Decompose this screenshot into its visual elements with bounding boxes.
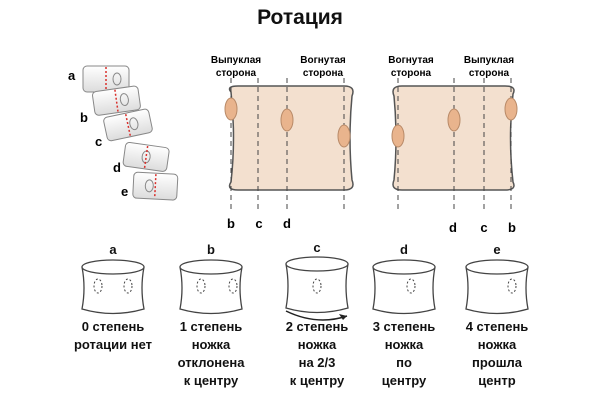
grade-a-vertebra — [81, 259, 145, 315]
right-body-label-right-1: Выпуклая — [464, 55, 514, 66]
vertebra-stack — [82, 65, 179, 201]
grade-letter-e: e — [493, 242, 501, 257]
grade-letter-a: a — [109, 242, 117, 257]
right-vertebral-body — [391, 78, 518, 210]
right-body-bottom-c: c — [480, 220, 487, 235]
grade-e-line-3: прошла — [471, 355, 523, 370]
grade-b-vertebra — [179, 259, 243, 315]
left-vertebral-body — [224, 78, 354, 210]
grade-letter-d: d — [400, 242, 408, 257]
vertebra-label-d: d — [113, 160, 121, 175]
grade-b-line-4: к центру — [183, 373, 239, 388]
grade-d-line-2: ножка — [384, 337, 424, 352]
grade-caption-a: 0 степень ротации нет — [53, 318, 173, 354]
grade-e-line-1: 4 степень — [465, 319, 529, 334]
grade-caption-c: 2 степень ножка на 2/3 к центру — [257, 318, 377, 390]
page-title: Ротация — [257, 6, 343, 29]
right-body-label-left-2: сторона — [391, 68, 432, 79]
grade-caption-d: 3 степень ножка по центру — [344, 318, 464, 390]
vertebra-label-c: c — [95, 134, 102, 149]
right-body-bottom-b: b — [508, 220, 516, 235]
grade-b-line-1: 1 степень — [179, 319, 243, 334]
right-body-bottom-d: d — [449, 220, 457, 235]
grade-letter-c: c — [313, 240, 321, 255]
grade-e-vertebra — [465, 259, 529, 315]
vertebra-label-e: e — [121, 184, 128, 199]
left-body-bottom-c: c — [255, 216, 262, 231]
vertebra-d — [122, 142, 170, 172]
grade-c-line-1: 2 степень — [285, 319, 349, 334]
grade-c-line-3: на 2/3 — [298, 355, 336, 370]
vertebra-e — [132, 171, 179, 201]
vertebra-label-b: b — [80, 110, 88, 125]
grade-c-line-4: к центру — [289, 373, 345, 388]
grade-b-line-3: отклонена — [177, 355, 245, 370]
grade-a-line-2: ротации нет — [73, 337, 153, 352]
grade-caption-b: 1 степень ножка отклонена к центру — [151, 318, 271, 390]
grade-d-line-3: по — [396, 355, 412, 370]
left-body-label-left-1: Выпуклая — [211, 55, 261, 66]
grade-letter-b: b — [207, 242, 215, 257]
grade-c-vertebra — [285, 256, 349, 321]
grade-a-line-1: 0 степень — [81, 319, 145, 334]
grade-e-line-2: ножка — [477, 337, 517, 352]
left-body-bottom-b: b — [227, 216, 235, 231]
vertebra-b — [92, 85, 141, 116]
left-body-label-right-1: Вогнутая — [300, 55, 346, 66]
grade-c-line-2: ножка — [297, 337, 337, 352]
right-body-label-right-2: сторона — [469, 68, 510, 79]
vertebra-c — [103, 108, 153, 142]
grade-d-line-4: центру — [381, 373, 427, 388]
grade-caption-e: 4 степень ножка прошла центр — [437, 318, 557, 390]
grade-d-line-1: 3 степень — [372, 319, 436, 334]
grade-d-vertebra — [372, 259, 436, 315]
vertebra-label-a: a — [68, 68, 76, 83]
left-body-label-right-2: сторона — [303, 68, 344, 79]
grade-b-line-2: ножка — [191, 337, 231, 352]
right-body-label-left-1: Вогнутая — [388, 55, 434, 66]
left-body-label-left-2: сторона — [216, 68, 257, 79]
left-body-bottom-d: d — [283, 216, 291, 231]
grade-e-line-4: центр — [478, 373, 516, 388]
